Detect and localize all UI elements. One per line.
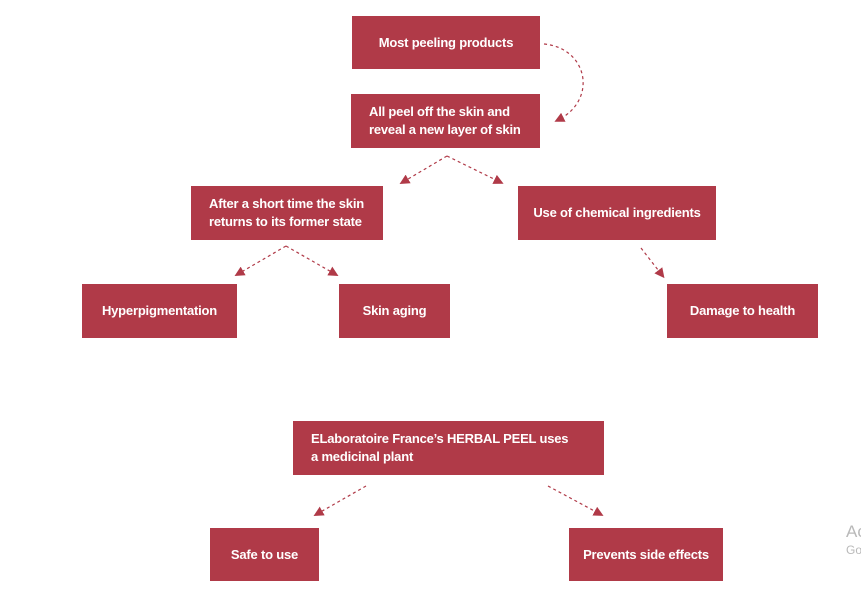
connector-short-to-aging bbox=[285, 245, 339, 276]
box-prevents-side-effects: Prevents side effects bbox=[569, 528, 723, 581]
activation-watermark: Ac Go bbox=[846, 521, 861, 557]
box-prevents-side-effects-label: Prevents side effects bbox=[583, 546, 709, 562]
box-most-peeling-products: Most peeling products bbox=[352, 16, 540, 69]
box-herbal-peel-label: ELaboratoire France’s HERBAL PEEL uses a… bbox=[311, 431, 569, 464]
watermark-line-1: Ac bbox=[846, 522, 861, 541]
box-herbal-peel: ELaboratoire France’s HERBAL PEEL uses a… bbox=[293, 421, 604, 475]
watermark-line-2: Go bbox=[846, 543, 861, 557]
connector-all-to-short-time bbox=[399, 155, 448, 185]
connector-all-to-chemical bbox=[446, 155, 504, 184]
box-damage-to-health-label: Damage to health bbox=[689, 303, 796, 318]
box-most-peeling-products-label: Most peeling products bbox=[378, 34, 514, 50]
box-skin-aging-label: Skin aging bbox=[362, 303, 427, 318]
box-skin-aging: Skin aging bbox=[339, 284, 450, 338]
connector-herbal-to-safe bbox=[313, 485, 367, 516]
box-short-time-returns: After a short time the skin returns to i… bbox=[191, 186, 383, 240]
box-chemical-ingredients: Use of chemical ingredients bbox=[518, 186, 716, 240]
box-all-peel-off-label: All peel off the skin and reveal a new l… bbox=[369, 104, 521, 137]
connector-short-to-hyper bbox=[234, 245, 287, 277]
box-hyperpigmentation: Hyperpigmentation bbox=[82, 284, 237, 338]
box-all-peel-off: All peel off the skin and reveal a new l… bbox=[351, 94, 540, 148]
box-safe-to-use: Safe to use bbox=[210, 528, 319, 581]
connector-herbal-to-prevents bbox=[547, 485, 604, 516]
box-chemical-ingredients-label: Use of chemical ingredients bbox=[533, 205, 701, 220]
connector-chemical-to-damage bbox=[640, 247, 665, 279]
box-damage-to-health: Damage to health bbox=[667, 284, 818, 338]
box-safe-to-use-label: Safe to use bbox=[230, 546, 299, 562]
box-hyperpigmentation-label: Hyperpigmentation bbox=[101, 303, 218, 318]
connector-most-to-all bbox=[543, 43, 584, 122]
box-short-time-returns-label: After a short time the skin returns to i… bbox=[209, 196, 364, 229]
